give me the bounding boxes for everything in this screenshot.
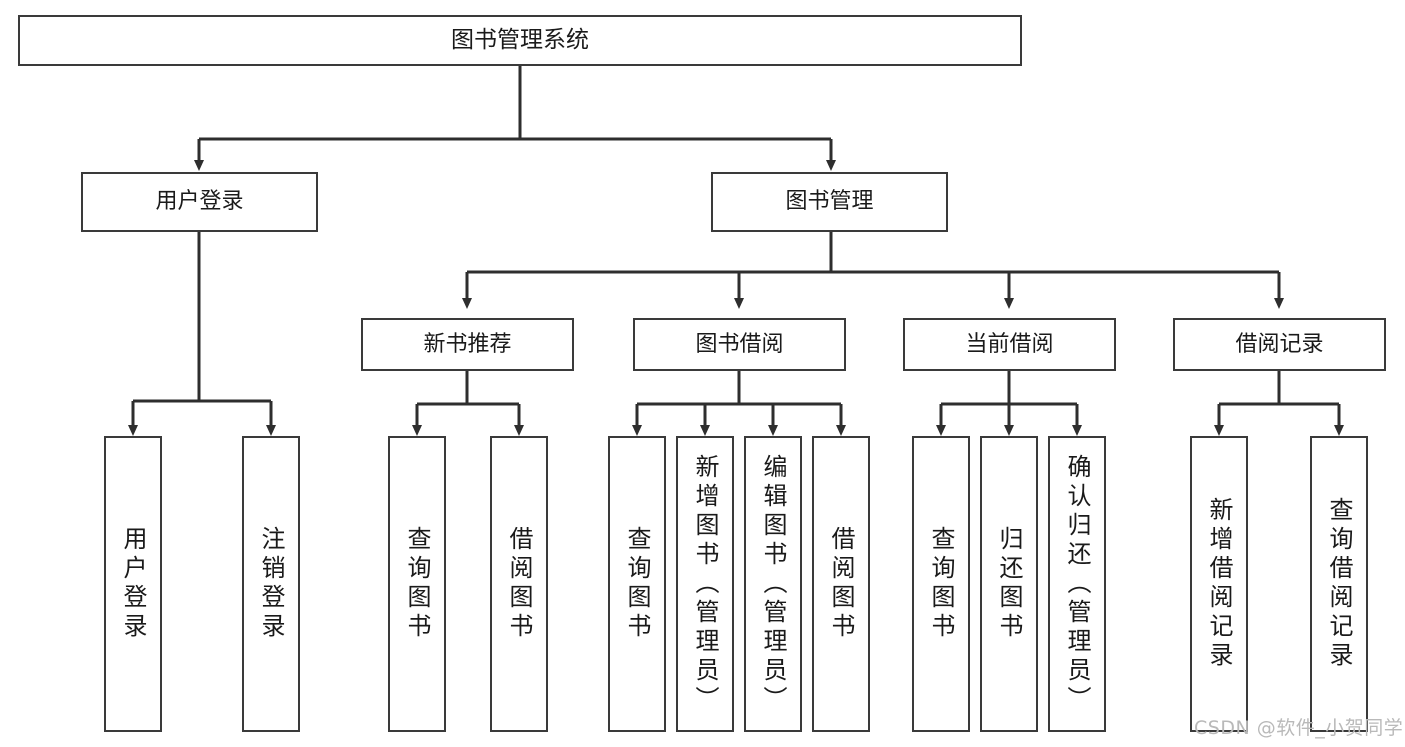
node-label: 借阅图书 — [505, 526, 533, 642]
leaf-return-book[interactable]: 归还图书 — [980, 436, 1038, 732]
node-label: 注销登录 — [257, 526, 285, 642]
watermark-text: CSDN @软件_小贺同学 — [1194, 717, 1404, 739]
leaf-edit-book-admin[interactable]: 编辑图书（管理员） — [744, 436, 802, 732]
node-root-library-system[interactable]: 图书管理系统 — [18, 15, 1022, 66]
node-user-login[interactable]: 用户登录 — [81, 172, 318, 232]
node-label: 编辑图书（管理员） — [759, 453, 787, 715]
node-label: 用户登录 — [155, 189, 244, 215]
node-label: 新增借阅记录 — [1205, 497, 1233, 671]
node-label: 图书管理系统 — [451, 27, 589, 54]
node-label: 归还图书 — [995, 526, 1023, 642]
leaf-query-book-new[interactable]: 查询图书 — [388, 436, 446, 732]
leaf-query-borrow-record[interactable]: 查询借阅记录 — [1310, 436, 1368, 732]
node-label: 当前借阅 — [965, 331, 1054, 357]
node-book-management[interactable]: 图书管理 — [711, 172, 948, 232]
leaf-query-book-borrow[interactable]: 查询图书 — [608, 436, 666, 732]
leaf-query-book-current[interactable]: 查询图书 — [912, 436, 970, 732]
node-label: 新书推荐 — [423, 331, 512, 357]
node-book-borrow[interactable]: 图书借阅 — [633, 318, 846, 371]
leaf-borrow-book[interactable]: 借阅图书 — [812, 436, 870, 732]
node-label: 确认归还（管理员） — [1063, 453, 1091, 715]
node-label: 查询图书 — [403, 526, 431, 642]
node-label: 查询图书 — [927, 526, 955, 642]
node-borrow-records[interactable]: 借阅记录 — [1173, 318, 1386, 371]
leaf-user-login[interactable]: 用户登录 — [104, 436, 162, 732]
leaf-confirm-return-admin[interactable]: 确认归还（管理员） — [1048, 436, 1106, 732]
leaf-add-book-admin[interactable]: 新增图书（管理员） — [676, 436, 734, 732]
node-new-book-recommend[interactable]: 新书推荐 — [361, 318, 574, 371]
node-label: 新增图书（管理员） — [691, 453, 719, 715]
node-label: 图书借阅 — [695, 331, 784, 357]
leaf-borrow-book-new[interactable]: 借阅图书 — [490, 436, 548, 732]
node-label: 图书管理 — [785, 189, 874, 215]
leaf-logout[interactable]: 注销登录 — [242, 436, 300, 732]
node-label: 查询图书 — [623, 526, 651, 642]
node-label: 借阅记录 — [1235, 331, 1324, 357]
leaf-add-borrow-record[interactable]: 新增借阅记录 — [1190, 436, 1248, 732]
node-current-borrow[interactable]: 当前借阅 — [903, 318, 1116, 371]
node-label: 用户登录 — [119, 526, 147, 642]
node-label: 借阅图书 — [827, 526, 855, 642]
node-label: 查询借阅记录 — [1325, 497, 1353, 671]
